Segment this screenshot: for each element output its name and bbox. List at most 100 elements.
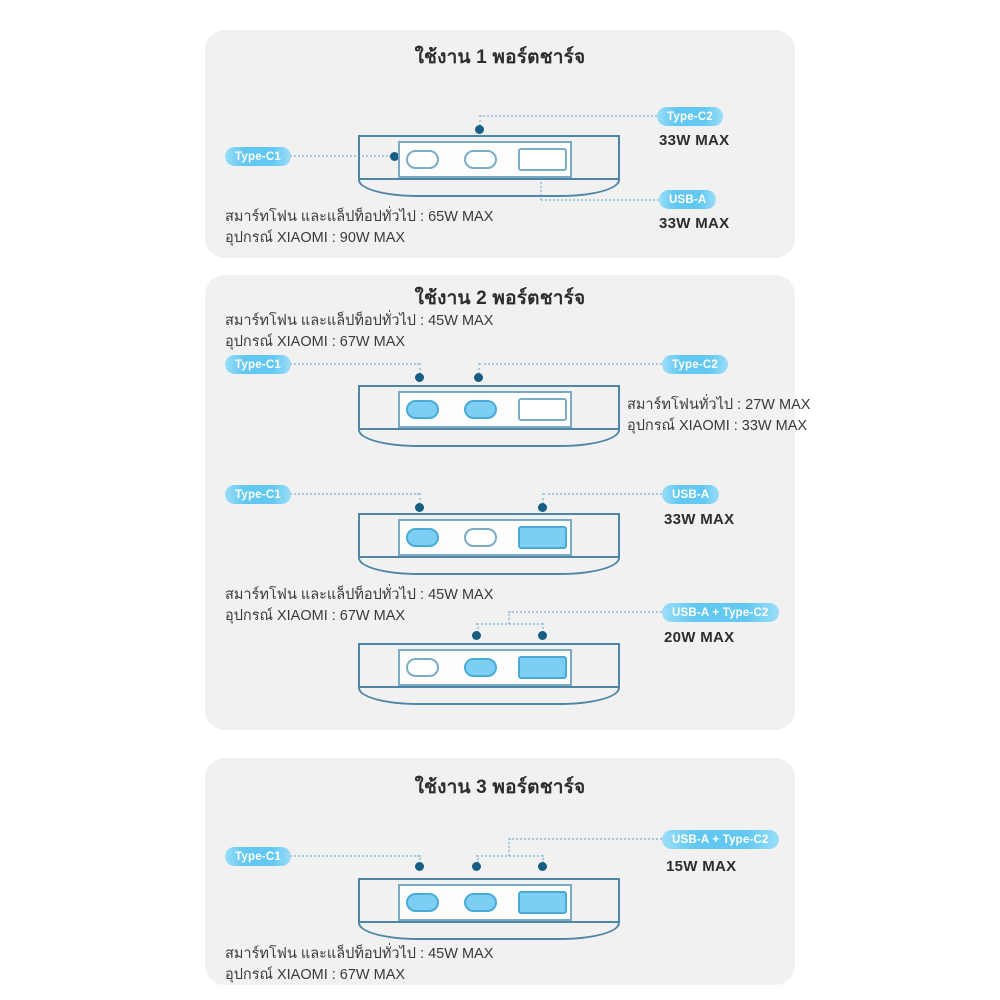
- leader-line: [508, 611, 510, 624]
- powerbank-device: [358, 643, 620, 707]
- leader-dot: [475, 125, 484, 134]
- info-line: อุปกรณ์ XIAOMI : 67W MAX: [225, 334, 406, 350]
- device-body: [358, 513, 620, 558]
- leader-line: [287, 155, 391, 157]
- leader-line: [509, 611, 662, 613]
- leader-bracket: [476, 623, 543, 625]
- wattage-type-c2: 33W MAX: [659, 132, 730, 149]
- wattage-usb-a: 33W MAX: [664, 511, 735, 528]
- port-type-c2: [464, 658, 497, 677]
- panel-2-two-ports: ใช้งาน 2 พอร์ตชาร์จ สมาร์ทโฟน และแล็ปท็อ…: [205, 275, 810, 730]
- panel-3-three-ports: ใช้งาน 3 พอร์ตชาร์จ Type-C1 USB-A + Type…: [205, 758, 795, 985]
- badge-type-c2: Type-C2: [662, 355, 728, 374]
- leader-dot: [415, 862, 424, 871]
- leader-line: [542, 493, 544, 504]
- badge-type-c1: Type-C1: [225, 847, 291, 866]
- leader-line: [540, 177, 542, 200]
- device-hull: [358, 180, 620, 197]
- info-line: สมาร์ทโฟน และแล็ปท็อปทั่วไป : 45W MAX: [225, 587, 494, 603]
- panel-1-one-port: ใช้งาน 1 พอร์ตชาร์จ Type-C1 Type-C2 33W …: [205, 30, 795, 258]
- leader-line: [541, 199, 659, 201]
- leader-dot: [538, 862, 547, 871]
- panel-2-title: ใช้งาน 2 พอร์ตชาร์จ: [414, 288, 586, 309]
- panel-2-top-info: สมาร์ทโฟน และแล็ปท็อปทั่วไป : 45W MAX อุ…: [225, 311, 493, 353]
- device-body: [358, 878, 620, 923]
- leader-line: [419, 493, 421, 504]
- wattage-usb-a-plus-type-c2: 15W MAX: [666, 858, 737, 875]
- device-port-plate: [398, 141, 572, 178]
- port-type-c1: [406, 528, 439, 547]
- info-line: อุปกรณ์ XIAOMI : 67W MAX: [225, 608, 406, 624]
- port-usb-a: [518, 148, 567, 171]
- badge-type-c2: Type-C2: [657, 107, 723, 126]
- leader-line: [287, 855, 419, 857]
- powerbank-device: [358, 385, 620, 449]
- port-type-c2: [464, 528, 497, 547]
- badge-type-c1: Type-C1: [225, 355, 291, 374]
- badge-type-c1: Type-C1: [225, 485, 291, 504]
- leader-dot: [472, 631, 481, 640]
- powerbank-device: [358, 513, 620, 577]
- device-hull: [358, 558, 620, 575]
- badge-usb-a-plus-type-c2: USB-A + Type-C2: [662, 603, 779, 622]
- device-port-plate: [398, 884, 572, 921]
- device-body: [358, 385, 620, 430]
- port-type-c2: [464, 400, 497, 419]
- leader-line: [419, 363, 421, 374]
- panel-1-title: ใช้งาน 1 พอร์ตชาร์จ: [414, 47, 586, 68]
- info-line: อุปกรณ์ XIAOMI : 90W MAX: [225, 230, 406, 246]
- wattage-usb-a: 33W MAX: [659, 215, 730, 232]
- badge-type-c1: Type-C1: [225, 147, 291, 166]
- leader-line: [509, 838, 662, 840]
- leader-line: [542, 855, 544, 863]
- info-line: อุปกรณ์ XIAOMI : 67W MAX: [225, 967, 406, 983]
- leader-line: [508, 838, 510, 856]
- leader-dot: [472, 862, 481, 871]
- leader-line: [477, 623, 479, 633]
- info-line: สมาร์ทโฟน และแล็ปท็อปทั่วไป : 45W MAX: [225, 946, 494, 962]
- info-line: อุปกรณ์ XIAOMI : 33W MAX: [627, 418, 808, 434]
- leader-line: [419, 855, 421, 864]
- port-usb-a: [518, 526, 567, 549]
- leader-line: [477, 855, 479, 863]
- port-type-c1: [406, 893, 439, 912]
- port-type-c2: [464, 150, 497, 169]
- device-port-plate: [398, 391, 572, 428]
- leader-line: [287, 363, 419, 365]
- badge-usb-a-plus-type-c2: USB-A + Type-C2: [662, 830, 779, 849]
- panel-3-title: ใช้งาน 3 พอร์ตชาร์จ: [414, 777, 586, 798]
- leader-line: [478, 363, 480, 374]
- badge-usb-a: USB-A: [662, 485, 720, 504]
- leader-dot: [390, 152, 399, 161]
- leader-line: [542, 623, 544, 633]
- device-hull: [358, 430, 620, 447]
- panel-2-row-1-info: สมาร์ทโฟนทั่วไป : 27W MAX อุปกรณ์ XIAOMI…: [627, 395, 810, 437]
- leader-dot: [415, 373, 424, 382]
- port-usb-a: [518, 656, 567, 679]
- leader-line: [480, 115, 657, 117]
- port-type-c1: [406, 658, 439, 677]
- panel-2-mid-info: สมาร์ทโฟน และแล็ปท็อปทั่วไป : 45W MAX อุ…: [225, 585, 493, 627]
- leader-bracket: [476, 855, 543, 857]
- leader-line: [287, 493, 419, 495]
- device-port-plate: [398, 519, 572, 556]
- device-port-plate: [398, 649, 572, 686]
- leader-line: [479, 115, 481, 126]
- powerbank-device: [358, 878, 620, 942]
- panel-3-info: สมาร์ทโฟน และแล็ปท็อปทั่วไป : 45W MAX อุ…: [225, 944, 493, 986]
- leader-dot: [474, 373, 483, 382]
- leader-dot: [538, 503, 547, 512]
- wattage-usb-a-plus-type-c2: 20W MAX: [664, 629, 735, 646]
- port-usb-a: [518, 398, 567, 421]
- leader-line: [479, 363, 662, 365]
- info-line: สมาร์ทโฟนทั่วไป : 27W MAX: [627, 397, 811, 413]
- device-body: [358, 135, 620, 180]
- info-line: สมาร์ทโฟน และแล็ปท็อปทั่วไป : 65W MAX: [225, 209, 494, 225]
- info-line: สมาร์ทโฟน และแล็ปท็อปทั่วไป : 45W MAX: [225, 313, 494, 329]
- leader-line: [543, 493, 662, 495]
- port-type-c1: [406, 400, 439, 419]
- port-type-c1: [406, 150, 439, 169]
- device-hull: [358, 688, 620, 705]
- powerbank-device: [358, 135, 620, 199]
